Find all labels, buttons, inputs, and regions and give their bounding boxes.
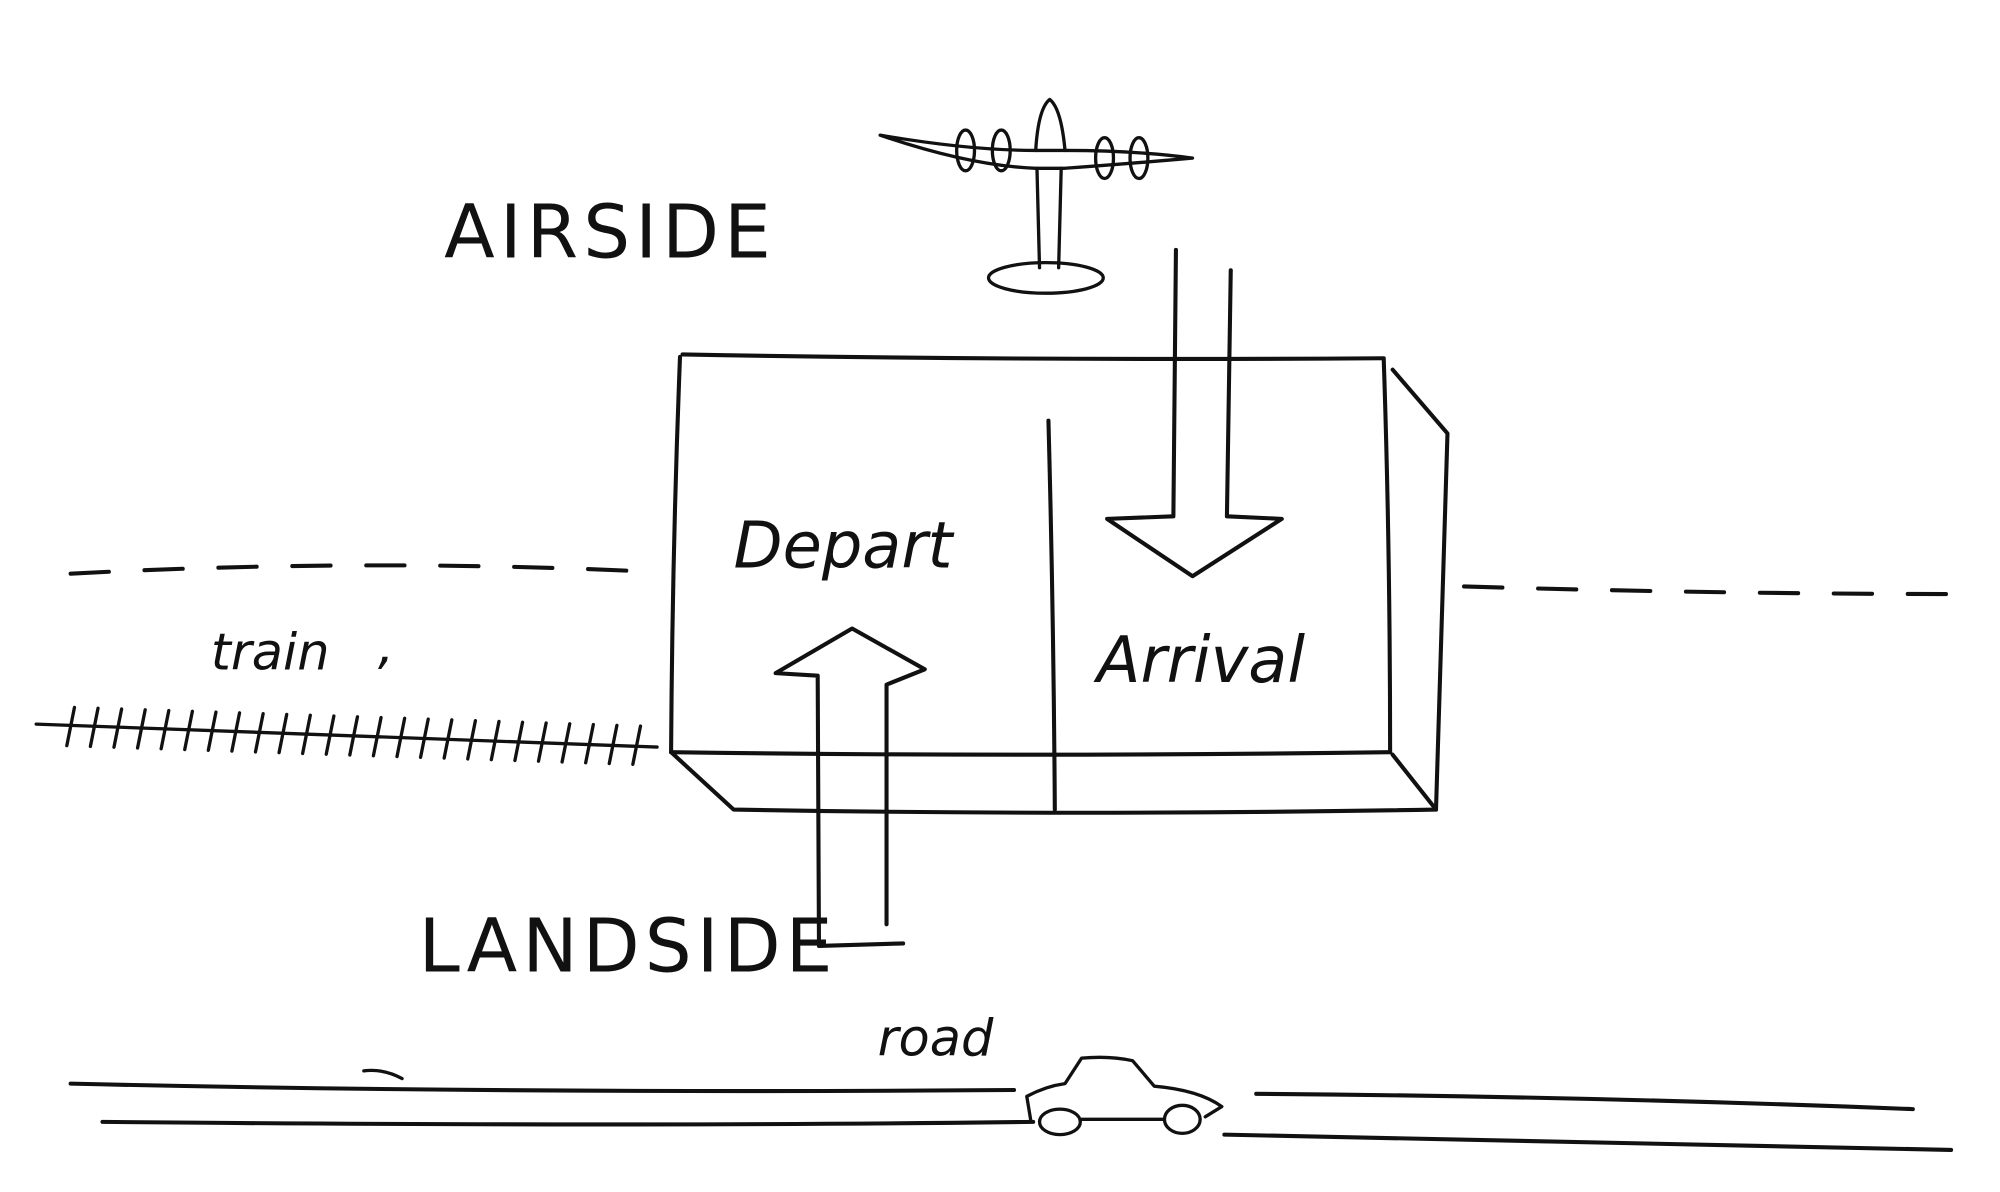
boundary-line-right [1462,584,1973,597]
terminal-building [669,352,1450,815]
arrival-label: Arrival [1093,624,1305,698]
road [68,1068,1954,1152]
depart-label: Depart [734,509,955,583]
railway-track [34,705,659,766]
boundary-line-left [68,563,640,576]
airside-label: AIRSIDE [444,190,776,276]
depart-arrow [773,626,927,948]
road-label: road [878,1010,994,1069]
airplane-icon [878,97,1195,295]
train-label-mark: , [378,617,394,676]
arrival-arrow [1105,247,1284,579]
car-icon [1025,1055,1224,1137]
train-label: train [211,623,330,682]
landside-label: LANDSIDE [419,903,838,989]
